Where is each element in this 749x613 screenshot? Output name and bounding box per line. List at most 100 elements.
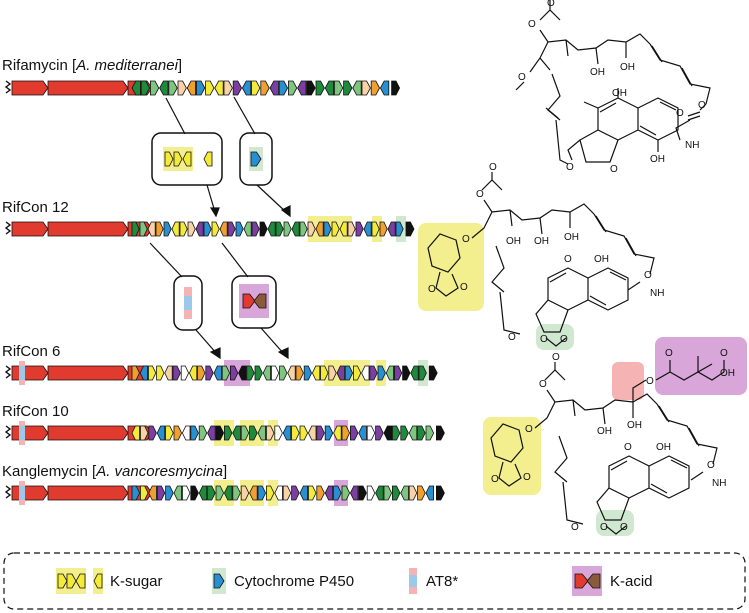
gene-arrow bbox=[352, 365, 362, 381]
gene-arrow bbox=[221, 365, 231, 381]
at8-domain-core bbox=[19, 366, 25, 380]
gene-arrow bbox=[395, 221, 404, 237]
gene-arrow bbox=[341, 485, 351, 501]
gene-arrow bbox=[265, 425, 275, 441]
svg-text:O: O bbox=[552, 352, 560, 363]
cluster-label-rifcon12: RifCon 12 bbox=[2, 199, 69, 216]
svg-text:O: O bbox=[644, 270, 652, 281]
gene-arrow bbox=[303, 365, 313, 381]
break-mark bbox=[4, 365, 12, 379]
gene-arrow bbox=[391, 425, 401, 441]
gene-arrow bbox=[163, 221, 172, 237]
gene-arrow bbox=[205, 365, 214, 381]
gene-arrow bbox=[307, 485, 317, 501]
gene-arrow bbox=[377, 365, 386, 381]
gene-arrow bbox=[269, 80, 279, 96]
gene-arrow bbox=[131, 425, 141, 441]
gene-arrow bbox=[139, 221, 148, 237]
gene-arrow bbox=[267, 221, 276, 237]
gene-arrow bbox=[257, 425, 267, 441]
gene-arrow bbox=[147, 365, 157, 381]
gene-arrow bbox=[179, 221, 188, 237]
svg-text:OH: OH bbox=[590, 67, 605, 78]
gene-arrow bbox=[274, 425, 283, 441]
gene-arrow bbox=[215, 425, 225, 441]
pks-gene bbox=[11, 365, 49, 381]
gene-arrow bbox=[172, 365, 181, 381]
gene-arrow bbox=[262, 365, 272, 381]
structure-rifamycin: O O O OH OH O O NH OH O OH O bbox=[515, 0, 711, 175]
at8-domain-icon bbox=[409, 568, 417, 594]
insert-at8-box bbox=[173, 275, 203, 331]
gene-arrow bbox=[425, 485, 435, 501]
pks-gene bbox=[47, 221, 129, 237]
gene-arrow bbox=[270, 365, 280, 381]
gene-arrow bbox=[139, 425, 149, 441]
gene-arrow bbox=[366, 425, 376, 441]
svg-text:OH: OH bbox=[627, 420, 642, 431]
gene-arrow bbox=[159, 80, 169, 96]
p450-gene-icon bbox=[212, 568, 226, 594]
svg-text:O: O bbox=[476, 189, 484, 200]
gene-arrow bbox=[131, 485, 141, 501]
gene-arrow bbox=[278, 80, 289, 96]
svg-text:O: O bbox=[428, 284, 436, 295]
gene-arrow bbox=[265, 485, 275, 501]
gene-arrow bbox=[223, 425, 233, 441]
svg-text:NH: NH bbox=[650, 288, 664, 299]
svg-text:O: O bbox=[518, 72, 526, 83]
gene-arrow bbox=[347, 221, 356, 237]
gene-arrow bbox=[336, 365, 345, 381]
svg-text:OH: OH bbox=[656, 442, 671, 453]
gene-arrow bbox=[385, 365, 395, 381]
svg-text:O: O bbox=[566, 162, 574, 173]
gene-arrow bbox=[287, 80, 298, 96]
k-sugar-gene bbox=[66, 573, 77, 589]
gene-arrow bbox=[341, 425, 351, 441]
gene-track bbox=[4, 80, 401, 96]
gene-arrow bbox=[190, 485, 199, 501]
k-sugar-gene bbox=[93, 573, 103, 589]
gene-arrow bbox=[156, 425, 166, 441]
gene-arrow bbox=[344, 365, 354, 381]
k-sugar-genes-icon bbox=[56, 568, 103, 594]
gene-arrow bbox=[254, 365, 263, 381]
gene-arrow bbox=[177, 80, 187, 96]
gene-arrow bbox=[205, 80, 215, 96]
svg-text:OH: OH bbox=[506, 236, 521, 247]
gene-arrow bbox=[211, 221, 220, 237]
break-mark bbox=[4, 221, 12, 235]
svg-text:OH: OH bbox=[534, 236, 549, 247]
pks-gene bbox=[47, 365, 129, 381]
svg-text:O: O bbox=[610, 164, 618, 175]
gene-arrow bbox=[331, 221, 340, 237]
gene-arrow bbox=[282, 425, 292, 441]
legend-label-k-sugar: K-sugar bbox=[110, 573, 163, 590]
svg-text:O: O bbox=[540, 334, 548, 345]
k-sugar-gene bbox=[57, 573, 68, 589]
legend-label-cytochrome-p450: Cytochrome P450 bbox=[234, 573, 354, 590]
gene-arrow bbox=[417, 425, 426, 441]
gene-arrow bbox=[197, 365, 206, 381]
gene-arrow bbox=[343, 80, 353, 96]
svg-text:O: O bbox=[489, 162, 497, 173]
gene-arrow bbox=[139, 365, 149, 381]
k-sugar-gene bbox=[173, 151, 183, 167]
gene-arrow bbox=[283, 221, 292, 237]
pks-gene bbox=[11, 80, 49, 96]
insert-ksugar-box bbox=[151, 132, 223, 186]
gene-arrow bbox=[315, 221, 324, 237]
gene-arrow bbox=[328, 365, 337, 381]
gene-arrow bbox=[238, 365, 247, 381]
gene-arrow bbox=[306, 80, 316, 96]
gene-arrow bbox=[425, 425, 435, 441]
gene-arrow bbox=[355, 221, 364, 237]
gene-arrow bbox=[408, 425, 418, 441]
gene-arrow bbox=[324, 80, 335, 96]
gene-arrow bbox=[379, 80, 390, 96]
gene-arrow bbox=[241, 80, 252, 96]
gene-arrow bbox=[410, 365, 419, 381]
gene-arrow bbox=[229, 365, 239, 381]
gene-arrow bbox=[315, 80, 325, 96]
gene-arrow bbox=[387, 221, 396, 237]
